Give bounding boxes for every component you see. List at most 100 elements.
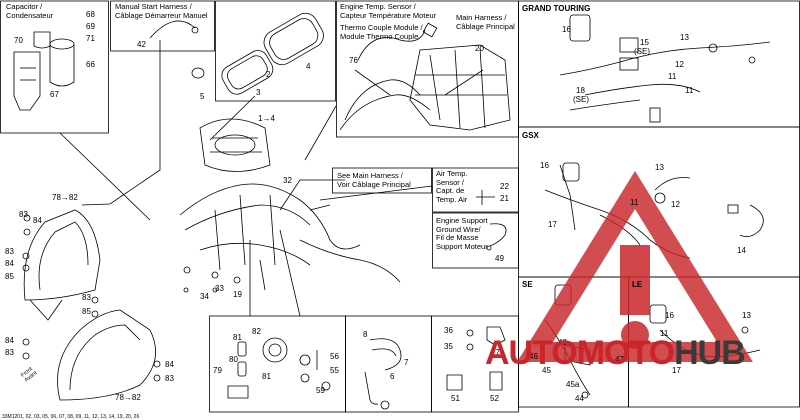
- connector-frame: [431, 315, 519, 413]
- watermark-text: AUTOMOTOHUB: [485, 334, 746, 373]
- part-number: 80: [229, 355, 238, 364]
- capacitor-frame: [0, 0, 109, 134]
- watermark-exclamation-bar: [620, 245, 650, 315]
- part-number: 42: [137, 40, 146, 49]
- part-number: 84: [5, 259, 14, 268]
- part-number: 84: [5, 336, 14, 345]
- part-number: 16: [665, 311, 674, 320]
- watermark-triangle-outer: [517, 170, 753, 362]
- part-number: 45: [542, 366, 551, 375]
- part-number: 81: [262, 372, 271, 381]
- part-number: 12: [671, 200, 680, 209]
- part-number: 45a: [566, 380, 580, 389]
- part-number: 83: [165, 374, 174, 383]
- part-number: 20: [475, 44, 484, 53]
- part-number: 82: [252, 327, 261, 336]
- part-number: 5: [200, 92, 205, 101]
- gsx-header: GSX: [522, 131, 539, 140]
- part-number: 18: [576, 86, 585, 95]
- part-number: 79: [213, 366, 222, 375]
- part-number: 44: [575, 394, 584, 403]
- part-number: 84: [33, 216, 42, 225]
- part-number: 78→82: [115, 393, 141, 402]
- part-number: 49: [495, 254, 504, 263]
- ground-wire-frame: [432, 212, 519, 269]
- part-number: 77: [491, 348, 500, 357]
- part-number: 84: [165, 360, 174, 369]
- part-number: 32: [283, 176, 292, 185]
- part-number: 69: [86, 22, 95, 31]
- part-number: 22: [500, 182, 509, 191]
- part-number: 7: [404, 358, 409, 367]
- capacitor-label: Capacitor /Condensateur: [6, 2, 54, 20]
- thermo-couple-label: Thermo Couple Module /Module Thermo Coup…: [340, 23, 423, 41]
- part-number: 59: [316, 386, 325, 395]
- reference-code: 33M1201, 02, 03, 05, 06, 07, 08, 09, 11,…: [2, 414, 140, 420]
- part-number: 56: [330, 352, 339, 361]
- part-number: 35: [444, 342, 453, 351]
- part-number: 12: [675, 60, 684, 69]
- part-number: 13: [742, 311, 751, 320]
- air-temp-frame: [432, 167, 519, 213]
- part-number: 17: [548, 220, 557, 229]
- part-number: 83: [5, 247, 14, 256]
- part-number: 85: [82, 307, 91, 316]
- part-number: 68: [86, 10, 95, 19]
- part-number: 46: [529, 352, 538, 361]
- part-number: 2: [266, 70, 271, 79]
- part-number: 67: [50, 90, 59, 99]
- part-number: 33: [215, 284, 224, 293]
- grand-touring-header: GRAND TOURING: [522, 4, 591, 13]
- part-number: 1→4: [258, 114, 275, 123]
- part-number: 55: [330, 366, 339, 375]
- part-number: 83: [19, 210, 28, 219]
- part-number: 6: [390, 372, 395, 381]
- part-number: 36: [444, 326, 453, 335]
- manual-start-label: Manual Start Harness /Câblage Démarreur …: [115, 2, 208, 20]
- watermark-exclamation-dot: [621, 321, 649, 349]
- part-number: 70: [14, 36, 23, 45]
- part-number: 15: [640, 38, 649, 47]
- part-number: 11: [660, 329, 669, 338]
- part-number: (SE): [634, 47, 650, 56]
- part-number: 52: [490, 394, 499, 403]
- part-number: 11: [668, 72, 677, 81]
- part-number: 19: [233, 290, 242, 299]
- see-main-harness-label: See Main Harness /Voir Câblage Principal: [337, 171, 411, 189]
- tether-frame: [345, 315, 432, 413]
- part-number: 17: [672, 366, 681, 375]
- part-number: 3: [256, 88, 261, 97]
- part-number: 11: [685, 86, 694, 95]
- part-number: 13: [680, 33, 689, 42]
- part-number: 76: [349, 56, 358, 65]
- part-number: 85: [5, 272, 14, 281]
- part-number: 4: [306, 62, 311, 71]
- part-number: 78→82: [52, 193, 78, 202]
- see-main-frame: [332, 167, 432, 194]
- part-number: 21: [500, 194, 509, 203]
- part-number: 11: [630, 198, 639, 207]
- watermark-text-part3: HUB: [674, 334, 746, 372]
- part-number: 51: [451, 394, 460, 403]
- manual-start-frame: [110, 0, 215, 52]
- engine-temp-label: Engine Temp. Sensor /Capteur Température…: [340, 2, 437, 20]
- part-number: 71: [86, 34, 95, 43]
- main-harness-label: Main Harness /Câblage Principal: [456, 13, 515, 31]
- part-number: 83: [82, 293, 91, 302]
- gsx-frame: [518, 126, 800, 278]
- part-number: 66: [86, 60, 95, 69]
- air-box-frame: [215, 0, 336, 102]
- watermark-text-part2: OMOTO: [551, 334, 675, 372]
- part-number: 83: [5, 348, 14, 357]
- part-number: 13: [655, 163, 664, 172]
- part-number: 16: [540, 161, 549, 170]
- part-number: 8: [363, 330, 368, 339]
- part-number: 14: [737, 246, 746, 255]
- se-header: SE: [522, 280, 533, 289]
- part-number: 81: [233, 333, 242, 342]
- part-number: 16: [562, 25, 571, 34]
